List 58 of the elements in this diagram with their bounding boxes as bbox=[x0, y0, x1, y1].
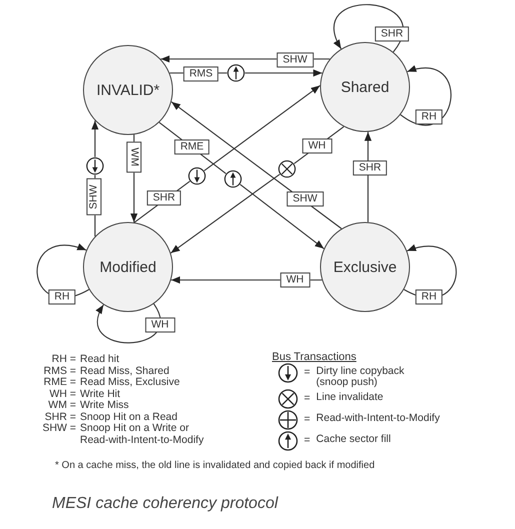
copyback-symbol bbox=[188, 167, 206, 185]
edge-label: RH bbox=[415, 110, 443, 124]
edge-label: SHR bbox=[374, 26, 410, 42]
edge-label: RME bbox=[174, 140, 210, 154]
legend-text: Line invalidate bbox=[316, 392, 384, 403]
edge-label: SHW bbox=[276, 52, 314, 68]
abbreviation-meaning: Read Miss, Exclusive bbox=[80, 377, 181, 388]
invalidate-symbol bbox=[278, 160, 296, 178]
abbreviation: SHW = bbox=[41, 423, 76, 436]
abbreviation: WH = bbox=[48, 388, 76, 400]
abbreviation-meaning: Snoop Hit on a Read bbox=[80, 412, 178, 423]
abbreviation-meaning: Read Miss, Shared bbox=[80, 366, 170, 377]
abbreviation: SHR = bbox=[44, 412, 76, 423]
arrow bbox=[334, 4, 404, 52]
state-name: Shared bbox=[340, 80, 390, 94]
arrow bbox=[170, 174, 280, 254]
abbreviation: RH = bbox=[50, 354, 76, 366]
abbreviation: RMS = bbox=[42, 366, 76, 377]
abbreviation-meaning: Snoop Hit on a Write or Read-with-Intent-to-Modify bbox=[80, 423, 205, 446]
edge-label: RH bbox=[415, 290, 443, 304]
abbreviation-meaning: Read hit bbox=[80, 354, 120, 366]
edge-label: WH bbox=[280, 272, 310, 288]
caption: MESI cache coherency protocol bbox=[52, 494, 278, 514]
equals-sign: = bbox=[304, 366, 310, 378]
arrow bbox=[204, 85, 320, 172]
arrow bbox=[240, 184, 324, 250]
abbreviation: WM = bbox=[47, 400, 76, 412]
edge-label: RH bbox=[48, 290, 76, 304]
edge-label: SHR bbox=[352, 160, 388, 176]
legend-text: Cache sector fill bbox=[316, 434, 392, 445]
edge-label: SHR bbox=[146, 190, 182, 206]
edge-label: SHW bbox=[86, 178, 102, 216]
edge-label: SHW bbox=[286, 192, 324, 206]
footnote: * On a cache miss, the old line is invalidated and copied back if modified bbox=[55, 459, 375, 473]
arrow bbox=[245, 69, 322, 77]
edge-label: WH bbox=[302, 138, 332, 154]
arrow bbox=[171, 101, 342, 230]
arrow bbox=[96, 304, 161, 344]
state-name: Exclusive bbox=[333, 260, 397, 274]
legend-text: Read-with-Intent-to-Modify bbox=[316, 413, 441, 424]
arrow bbox=[91, 120, 99, 157]
abbreviation: RME = bbox=[42, 377, 76, 388]
edge-label: WM bbox=[126, 142, 142, 172]
state-name: Modified bbox=[100, 260, 156, 274]
abbreviation-meaning: Write Miss bbox=[80, 400, 130, 412]
legend-text: Dirty line copyback (snoop push) bbox=[316, 366, 406, 388]
abbreviation-meaning: Write Hit bbox=[80, 388, 122, 400]
equals-sign: = bbox=[304, 392, 310, 404]
state-name: INVALID* bbox=[96, 82, 160, 98]
arrow bbox=[400, 66, 452, 126]
cache-fill-symbol bbox=[227, 64, 245, 82]
edge-label: RMS bbox=[183, 66, 219, 82]
legend-heading: Bus Transactions bbox=[272, 350, 356, 365]
edge-label: WH bbox=[145, 318, 175, 332]
equals-sign: = bbox=[304, 434, 310, 446]
cache-fill-symbol bbox=[224, 170, 242, 188]
equals-sign: = bbox=[304, 413, 310, 425]
copyback-symbol bbox=[86, 157, 104, 175]
